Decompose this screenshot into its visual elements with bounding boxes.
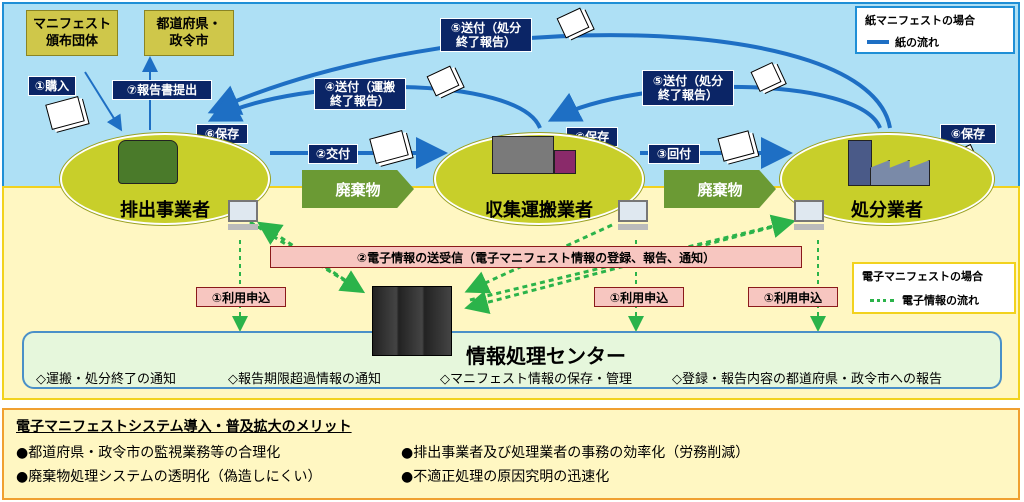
truck-cab-icon [554, 150, 576, 174]
generator-label: 排出事業者 [120, 200, 210, 221]
use-application-label-collector: ①利用申込 [594, 287, 684, 307]
benefit-item: ●都道府県・政令市の監視業務等の合理化 [16, 445, 281, 461]
paper-legend: 紙マニフェストの場合 紙の流れ [855, 6, 1015, 54]
office-building-icon [848, 140, 872, 186]
collector-label: 収集運搬業者 [485, 200, 593, 221]
blue-arrow-icon [867, 40, 889, 44]
save-label-disposer: ⑥保存 [940, 124, 996, 144]
server-icon [372, 286, 452, 356]
disposal-report-label-mid: ⑤送付（処分 終了報告） [642, 70, 734, 106]
benefit-item: ●排出事業者及び処理業者の事務の効率化（労務削減） [401, 445, 750, 461]
info-center-title: 情報処理センター [466, 344, 626, 368]
use-application-label-disposer: ①利用申込 [748, 287, 838, 307]
disposal-report-label-top: ⑤送付（処分 終了報告） [440, 18, 532, 52]
purchase-label: ①購入 [28, 76, 76, 96]
center-item: ◇登録・報告内容の都道府県・政令市への報告 [672, 372, 942, 387]
disposer-label: 処分業者 [851, 200, 923, 221]
truck-icon [492, 136, 554, 174]
green-dotted-arrow-icon [870, 299, 894, 302]
info-center-box [22, 331, 1002, 389]
paper-legend-flow: 紙の流れ [895, 36, 939, 49]
transport-report-label: ④送付（運搬 終了報告） [314, 78, 406, 110]
disposal-report-to-collector-arrow [547, 84, 882, 129]
benefit-item: ●不適正処理の原因究明の迅速化 [401, 469, 610, 485]
computer-icon [618, 200, 648, 230]
manifest-distributor-box: マニフェスト 頒布団体 [26, 10, 118, 56]
report-submit-label: ⑦報告書提出 [112, 80, 212, 100]
garbage-bin-icon [118, 140, 178, 184]
benefits-title: 電子マニフェストシステム導入・普及拡大のメリット [16, 419, 352, 435]
electronic-legend: 電子マニフェストの場合 電子情報の流れ [852, 262, 1016, 314]
purchase-arrow [84, 71, 123, 132]
disposal-report-to-generator-arrow [207, 33, 892, 129]
electronic-legend-flow: 電子情報の流れ [902, 294, 979, 307]
center-item: ◇マニフェスト情報の保存・管理 [440, 372, 632, 387]
prefecture-box: 都道府県・ 政令市 [144, 10, 234, 56]
benefit-item: ●廃棄物処理システムの透明化（偽造しにくい） [16, 469, 322, 485]
electronic-exchange-label: ②電子情報の送受信（電子マニフェスト情報の登録、報告、通知） [270, 246, 802, 268]
waste-arrow-1: 廃棄物 [302, 170, 414, 208]
computer-icon [794, 200, 824, 230]
center-item: ◇報告期限超過情報の通知 [228, 372, 381, 387]
electronic-legend-title: 電子マニフェストの場合 [862, 270, 983, 283]
return-label: ③回付 [648, 144, 700, 164]
benefits-panel: 電子マニフェストシステム導入・普及拡大のメリット ●都道府県・政令市の監視業務等… [2, 408, 1020, 500]
use-application-label-generator: ①利用申込 [196, 287, 286, 307]
deliver-label: ②交付 [308, 144, 358, 164]
paper-legend-title: 紙マニフェストの場合 [865, 14, 975, 27]
computer-icon [228, 200, 258, 230]
waste-arrow-2: 廃棄物 [664, 170, 776, 208]
center-item: ◇運搬・処分終了の通知 [36, 372, 176, 387]
